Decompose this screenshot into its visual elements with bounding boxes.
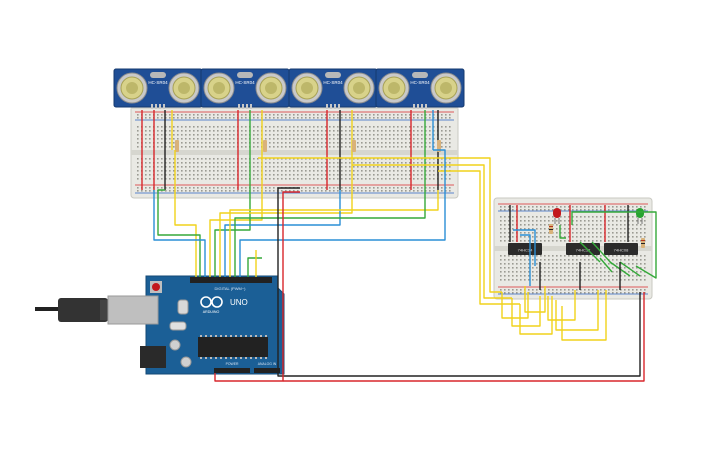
- usb-plug: [58, 298, 108, 322]
- breadboard-left-resistors: [175, 140, 441, 152]
- red-led: [553, 208, 561, 224]
- power-label: POWER: [226, 362, 239, 366]
- chip-74hc08: 74HC08: [604, 243, 638, 255]
- ultrasonic-sensor-row: HC-SR04 HC-SR04 HC-SR04 HC-SR04: [113, 68, 465, 109]
- breadboard-right-holes: [500, 206, 646, 294]
- chip-74hc32: 74HC32: [566, 243, 600, 255]
- chip-label: 74HC14: [518, 248, 533, 253]
- digital-label: DIGITAL (PWM~): [215, 286, 247, 291]
- sensor-label: HC-SR04: [148, 80, 168, 85]
- power-jack: [140, 346, 166, 368]
- green-led: [636, 208, 644, 224]
- ultrasonic-sensor: HC-SR04: [288, 68, 378, 109]
- arduino-logo: [200, 296, 223, 308]
- breadboard-right: 74HC14 74HC32 74HC08: [493, 197, 653, 300]
- chip-label: 74HC32: [576, 248, 591, 253]
- microcontroller-chip: [198, 337, 268, 357]
- breadboard-left: [130, 105, 459, 199]
- sensor-label: HC-SR04: [410, 80, 430, 85]
- wires: [141, 110, 657, 382]
- sensor-label: HC-SR04: [323, 80, 343, 85]
- reset-button: [152, 283, 160, 291]
- power-header: [214, 368, 250, 373]
- arduino-uno-board: DIGITAL (PWM~) UNO ARDUINO POWER ANALOG …: [35, 275, 285, 375]
- resistor-right-2: [641, 238, 645, 248]
- ultrasonic-sensor: HC-SR04: [113, 68, 203, 109]
- analog-header: [254, 368, 280, 373]
- usb-port: [107, 295, 159, 325]
- digital-header: [190, 277, 272, 283]
- board-model: UNO: [230, 298, 248, 307]
- chip-74hc14: 74HC14: [508, 243, 542, 255]
- chip-label: 74HC08: [614, 248, 629, 253]
- resistor-right-1: [549, 224, 553, 234]
- ultrasonic-sensor: HC-SR04: [200, 68, 290, 109]
- sensor-label: HC-SR04: [235, 80, 255, 85]
- board-brand: ARDUINO: [203, 310, 220, 314]
- ultrasonic-sensor: HC-SR04: [375, 68, 465, 109]
- analog-label: ANALOG IN: [258, 362, 277, 366]
